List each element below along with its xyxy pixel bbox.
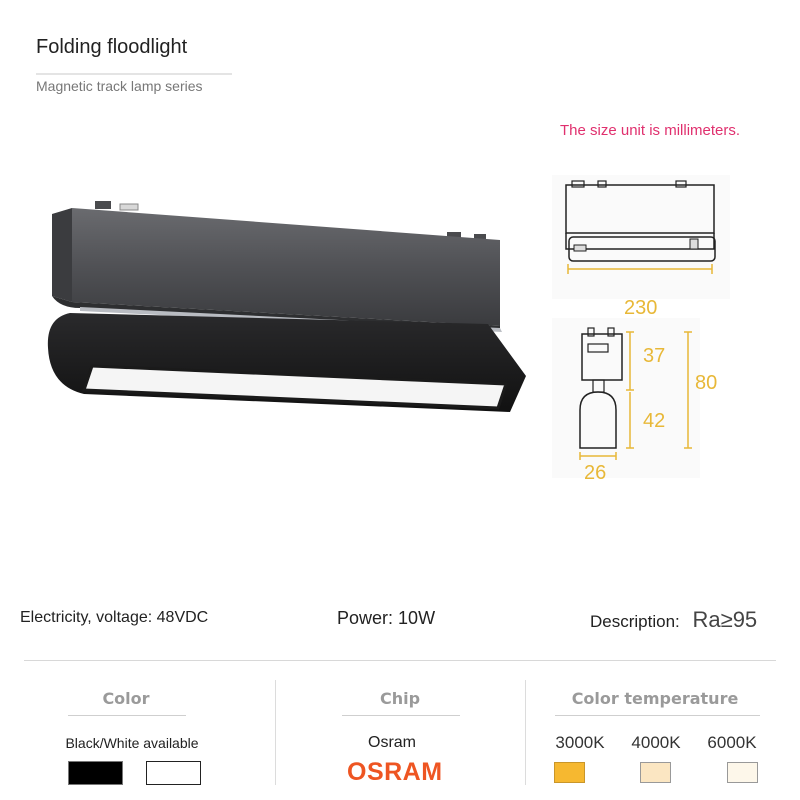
page-title: Folding floodlight (36, 36, 188, 58)
power-label: Power: (337, 608, 394, 628)
page-subtitle: Magnetic track lamp series (36, 78, 203, 94)
description-value: Ra≥95 (692, 607, 758, 632)
temperature-heading: Color temperature (571, 689, 739, 708)
electricity-value: 48VDC (156, 609, 209, 626)
column-divider-1 (275, 680, 276, 785)
product-image (47, 201, 526, 412)
chip-heading: Chip (379, 689, 421, 708)
dimension-total-height: 80 (695, 372, 718, 394)
electricity-label: Electricity, voltage: (20, 609, 153, 626)
color-swatch-black (68, 761, 123, 785)
temperature-heading-line (555, 715, 760, 716)
color-swatch-white (146, 761, 201, 785)
temperature-swatch-4000k (640, 762, 671, 783)
color-availability: Black/White available (65, 735, 199, 751)
dimension-width: 26 (584, 462, 607, 484)
dimension-bottom-height: 42 (643, 410, 666, 432)
color-heading-line (68, 715, 186, 716)
osram-logo: OSRAM (347, 758, 443, 786)
dimension-length: 230 (624, 297, 658, 319)
temperature-label-4000k: 4000K (631, 733, 681, 752)
title-underline (36, 73, 232, 75)
chip-text: Osram (368, 734, 416, 751)
spec-description: Description: Ra≥95 (590, 607, 757, 633)
temperature-label-3000k: 3000K (555, 733, 605, 752)
color-heading: Color (102, 689, 150, 708)
section-divider (24, 660, 776, 661)
spec-power: Power: 10W (337, 608, 435, 629)
temperature-label-6000k: 6000K (707, 733, 757, 752)
power-value: 10W (398, 608, 436, 628)
dimension-drawing-top (552, 175, 730, 299)
dimension-drawing-side (552, 318, 700, 478)
description-label: Description: (590, 612, 680, 631)
temperature-swatch-3000k (554, 762, 585, 783)
temperature-swatch-6000k (727, 762, 758, 783)
dimension-top-height: 37 (643, 345, 666, 367)
column-divider-2 (525, 680, 526, 785)
chip-heading-line (342, 715, 460, 716)
unit-note: The size unit is millimeters. (560, 122, 741, 139)
spec-electricity: Electricity, voltage: 48VDC (20, 609, 208, 627)
